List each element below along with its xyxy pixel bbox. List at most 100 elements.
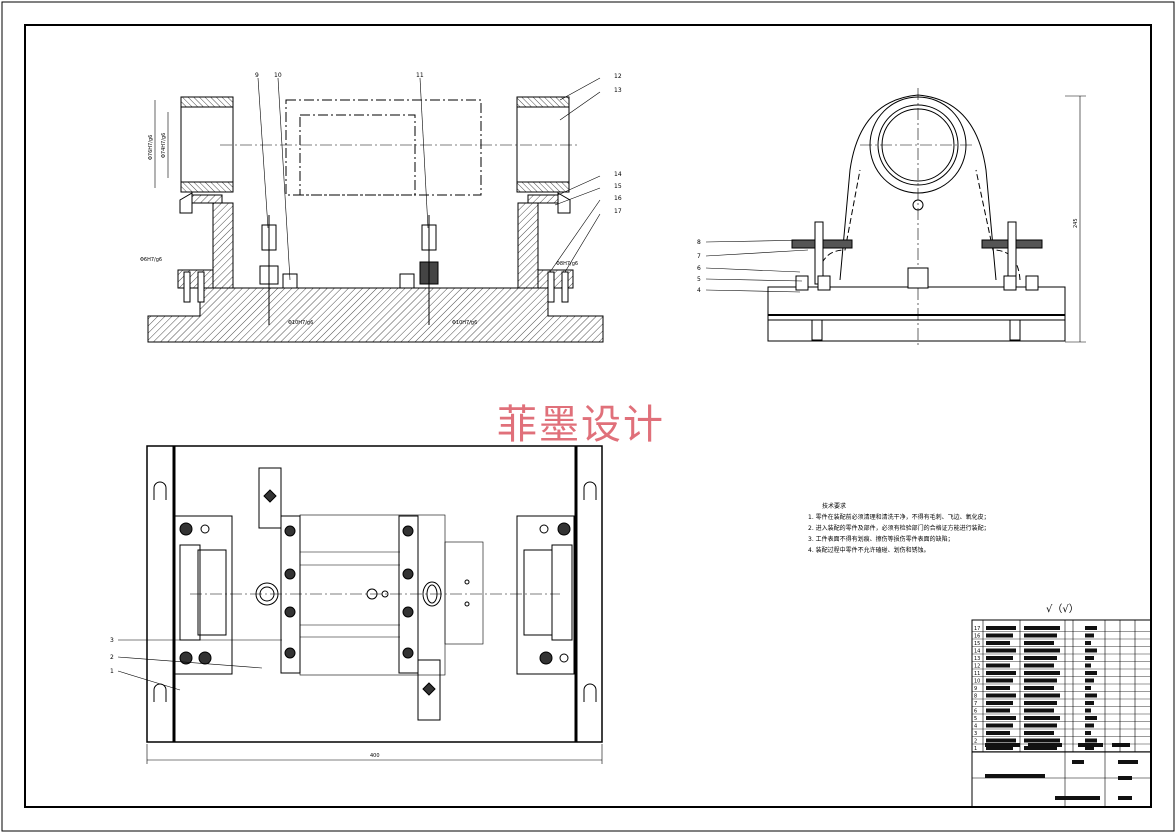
redacted-cell xyxy=(986,738,1016,743)
redacted-title-cell xyxy=(1078,743,1103,747)
strap-top xyxy=(258,467,282,529)
roughness-symbol: √（√） xyxy=(1046,603,1079,615)
redacted-cell xyxy=(1024,663,1054,668)
redacted-cell xyxy=(986,701,1013,705)
balloon-1: 1 xyxy=(110,668,114,675)
pin-right-1 xyxy=(547,271,555,303)
left-clamp-knob xyxy=(179,192,193,214)
redacted-cell xyxy=(1085,701,1094,705)
redacted-cell xyxy=(1024,686,1054,690)
redacted-cell xyxy=(1024,648,1060,653)
redacted-cell xyxy=(1085,671,1097,675)
redacted-cell xyxy=(986,633,1013,638)
redacted-title-cell xyxy=(1118,760,1138,764)
redacted-cell xyxy=(1024,626,1060,630)
redacted-title-cell xyxy=(985,774,1045,778)
right-clamp-bar xyxy=(527,194,559,204)
slot-tr xyxy=(583,481,597,500)
right-bushing-top xyxy=(516,96,570,108)
fit-right: Φ8H7/g6 xyxy=(556,261,578,267)
dia-mid: Φ74H7/g6 xyxy=(161,133,167,158)
redacted-cell xyxy=(1085,731,1091,735)
balloon-13: 13 xyxy=(614,87,622,94)
redacted-cell xyxy=(986,731,1010,735)
redacted-cell xyxy=(1085,678,1094,683)
redacted-cell xyxy=(986,663,1010,668)
redacted-cell xyxy=(1024,671,1060,675)
balloon-16: 16 xyxy=(614,195,622,202)
workpiece-outline xyxy=(285,99,482,196)
top-leaders xyxy=(117,639,282,691)
redacted-cell xyxy=(986,656,1013,660)
redacted-cell xyxy=(1085,746,1094,750)
balloon-5: 5 xyxy=(697,276,701,283)
top-right-support xyxy=(516,515,575,675)
balloon-2: 2 xyxy=(110,654,114,661)
balloon-6: 6 xyxy=(697,265,701,272)
parts-row-number: 5 xyxy=(974,716,977,722)
redacted-cell xyxy=(986,716,1016,720)
watermark: 菲墨设计 xyxy=(497,402,665,448)
parts-row-number: 6 xyxy=(974,709,977,715)
redacted-cell xyxy=(1085,633,1094,638)
balloon-10: 10 xyxy=(274,72,282,79)
redacted-cell xyxy=(986,626,1016,630)
base-plate xyxy=(147,287,604,343)
inner-frame xyxy=(24,24,1152,808)
left-bushing-top xyxy=(180,96,234,108)
redacted-title-cell xyxy=(1118,796,1132,800)
strap-bottom xyxy=(417,659,441,721)
redacted-title-cell xyxy=(1072,760,1084,764)
slot-br xyxy=(583,683,597,702)
redacted-cell xyxy=(986,648,1016,653)
tech-item-1: 1. 零件在装配前必须清理和清洗干净，不得有毛刺、飞边、氧化皮； xyxy=(808,513,990,521)
redacted-cell xyxy=(1024,693,1060,698)
parts-row-number: 2 xyxy=(974,739,977,745)
redacted-cell xyxy=(1024,656,1057,660)
tech-item-2: 2. 进入装配的零件及部件，必须有检验部门的合格证方能进行装配； xyxy=(808,524,990,532)
fit-left: Φ6H7/g6 xyxy=(140,257,162,263)
right-bushing-body xyxy=(516,106,570,183)
redacted-cell xyxy=(1085,693,1097,698)
front-leaders xyxy=(257,77,601,281)
side-leaders xyxy=(705,239,813,293)
balloon-8: 8 xyxy=(697,239,701,246)
redacted-cell xyxy=(986,678,1013,683)
parts-row-number: 15 xyxy=(974,641,980,647)
balloon-3: 3 xyxy=(110,637,114,644)
parts-row-number: 9 xyxy=(974,686,977,692)
parts-row-number: 12 xyxy=(974,664,980,670)
redacted-cell xyxy=(986,686,1010,690)
redacted-cell xyxy=(1024,723,1057,728)
redacted-cell xyxy=(986,746,1013,750)
fit-bottom-right: Φ10H7/g6 xyxy=(452,320,477,326)
redacted-cell xyxy=(1085,648,1097,653)
redacted-cell xyxy=(1085,716,1097,720)
bolt-left xyxy=(259,215,298,325)
dim-width: 400 xyxy=(370,753,380,759)
redacted-cell xyxy=(986,708,1010,713)
parts-row-number: 14 xyxy=(974,649,980,655)
balloon-7: 7 xyxy=(697,253,701,260)
fit-bottom-left: Φ10H7/g6 xyxy=(288,320,313,326)
redacted-cell xyxy=(1024,716,1060,720)
redacted-cell xyxy=(1085,656,1094,660)
clamp-bar-right xyxy=(398,515,419,674)
left-bushing-body xyxy=(180,106,234,183)
redacted-cell xyxy=(1024,633,1057,638)
redacted-title-cell xyxy=(985,743,1020,747)
balloon-4: 4 xyxy=(697,287,701,294)
parts-row-number: 1 xyxy=(974,746,977,752)
left-bushing-bottom xyxy=(180,181,234,193)
pin-left-1 xyxy=(183,271,191,303)
dia-big: Φ76H7/g6 xyxy=(148,135,154,160)
parts-row-number: 10 xyxy=(974,679,980,685)
redacted-cell xyxy=(1024,641,1054,645)
redacted-title-cell xyxy=(1055,796,1100,800)
dim-height: 245 xyxy=(1073,218,1079,228)
slot-tl xyxy=(153,481,167,500)
parts-row-number: 3 xyxy=(974,731,977,737)
parts-row-number: 13 xyxy=(974,656,980,662)
tech-requirements: 技术要求 1. 零件在装配前必须清理和清洗干净，不得有毛刺、飞边、氧化皮； 2.… xyxy=(808,502,990,554)
